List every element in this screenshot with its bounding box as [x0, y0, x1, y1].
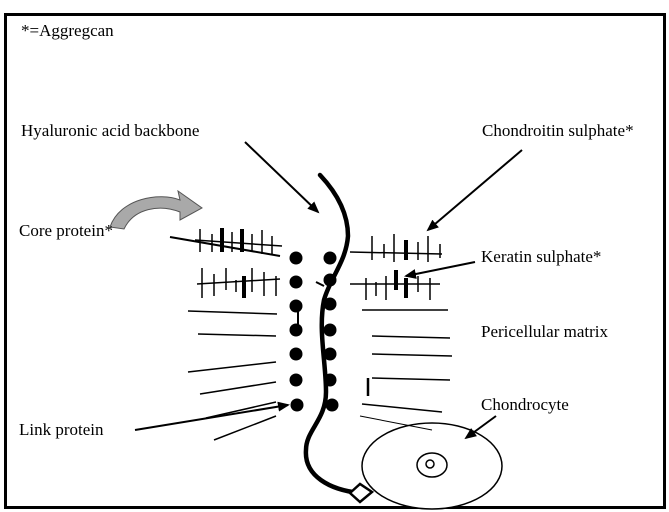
label-keratin-sulphate: Keratin sulphate*: [481, 247, 601, 267]
link-protein-dots: [290, 252, 339, 412]
right-glycosaminoglycan-chains: [350, 234, 442, 300]
label-chondrocyte: Chondrocyte: [481, 395, 569, 415]
backbone-end-marker: [350, 484, 372, 502]
arrow-core-protein: [170, 237, 280, 256]
label-link-protein: Link protein: [19, 420, 104, 440]
right-matrix-lines: [360, 310, 452, 430]
arrow-hyaluronic: [245, 142, 318, 212]
curved-rotation-arrow: [110, 191, 202, 229]
label-hyaluronic-acid-backbone: Hyaluronic acid backbone: [21, 121, 199, 141]
label-core-protein: Core protein*: [19, 221, 113, 241]
arrow-chondroitin: [428, 150, 522, 230]
label-pericellular-matrix: Pericellular matrix: [481, 322, 608, 342]
aggrecan-note: *=Aggregcan: [21, 21, 114, 41]
arrow-keratin: [406, 262, 475, 276]
label-chondroitin-sulphate: Chondroitin sulphate*: [482, 121, 634, 141]
arrow-link-protein: [135, 405, 288, 430]
left-matrix-lines: [188, 311, 277, 440]
chondrocyte-nucleus-inner: [426, 460, 434, 468]
left-glycosaminoglycan-chains: [195, 228, 282, 298]
